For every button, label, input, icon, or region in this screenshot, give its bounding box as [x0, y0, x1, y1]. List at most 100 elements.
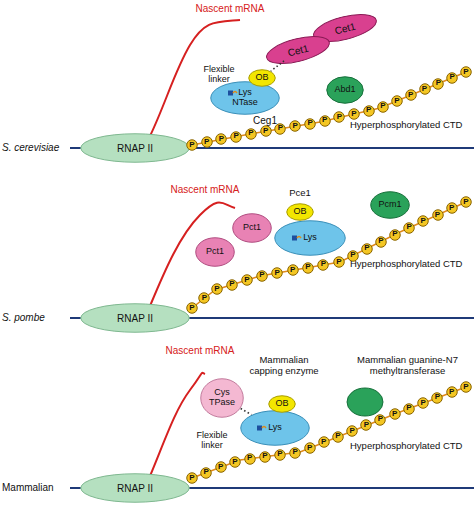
- node-label: P: [336, 258, 341, 267]
- node-label: P: [262, 452, 267, 461]
- node-text-group: P: [346, 425, 358, 437]
- phosphate-circle: P: [446, 386, 458, 398]
- phosphate-circle: P: [241, 274, 253, 286]
- shape-ellipse: [264, 31, 332, 68]
- node-label: P: [463, 68, 468, 77]
- node-text-group: P: [274, 449, 286, 461]
- node-label: P: [380, 102, 385, 111]
- shape-ellipse: [260, 451, 271, 462]
- node-label: P: [277, 450, 282, 459]
- node-text-group: Pct1: [232, 213, 272, 243]
- phosphate-circle: P: [302, 262, 314, 274]
- annotation-label: Mammalian capping enzyme: [245, 355, 323, 377]
- shape-ellipse: [215, 462, 226, 473]
- shape-ellipse: [231, 131, 242, 142]
- phosphate-circle: P: [360, 419, 372, 431]
- shape-ellipse: [304, 443, 315, 454]
- shape-ellipse: [244, 453, 255, 464]
- node-label: P: [214, 285, 219, 294]
- shape-ellipse: [272, 268, 283, 279]
- annotation-label: S. cerevisiae: [2, 142, 72, 154]
- node-label: P: [321, 438, 326, 447]
- shape-ellipse: [327, 77, 364, 104]
- phosphate-circle: P: [346, 425, 358, 437]
- node-text-group: P: [403, 403, 415, 415]
- node-text-group: P: [446, 202, 458, 214]
- node-text-group: P: [241, 274, 253, 286]
- node-text-group: P: [405, 89, 417, 101]
- methyltransferase-domain: Abd1: [326, 76, 364, 104]
- node-text-group: Lys: [240, 410, 310, 446]
- shape-ellipse: [201, 467, 212, 478]
- polymerase-ellipse: RNAP II: [80, 303, 190, 333]
- node-label: P: [189, 141, 194, 150]
- shape-ellipse: [418, 398, 429, 409]
- node-text-group: P: [215, 133, 227, 145]
- shape-ellipse: [81, 474, 190, 503]
- node-label: TPase: [209, 398, 235, 408]
- annotation-label: Hyperphosphorylated CTD: [350, 259, 472, 270]
- node-label: P: [232, 458, 237, 467]
- node-label: P: [204, 468, 209, 477]
- node-label: P: [435, 393, 440, 402]
- shape-ellipse: [461, 67, 472, 78]
- nucleotidyltransferase-domain: LysNTase: [210, 81, 280, 115]
- shape-ellipse: [305, 118, 316, 129]
- ctd-chain: [192, 72, 466, 145]
- node-text-group: P: [229, 456, 241, 468]
- node-text-group: OB: [268, 395, 296, 413]
- node-text-group: P: [363, 105, 375, 117]
- node-text-group: P: [417, 397, 429, 409]
- shape-ellipse: [199, 293, 210, 304]
- node-label: P: [364, 421, 369, 430]
- phosphate-circle: P: [432, 78, 444, 90]
- shape-ellipse: [378, 101, 389, 112]
- node-text-group: P: [389, 408, 401, 420]
- shape-ellipse: [249, 70, 276, 87]
- node-text-group: RNAP II: [80, 473, 190, 503]
- phosphate-circle: P: [186, 139, 198, 151]
- node-text-group: LysNTase: [210, 81, 280, 115]
- node-label: P: [394, 97, 399, 106]
- node-label: OB: [255, 73, 268, 83]
- triphosphatase-domain: CysTPase: [200, 378, 244, 418]
- node-label: P: [219, 135, 224, 144]
- node-label: P: [435, 211, 440, 220]
- node-label: P: [307, 119, 312, 128]
- shape-ellipse: [390, 229, 401, 240]
- node-label: Pct1: [243, 223, 261, 233]
- shape-ellipse: [227, 279, 238, 290]
- node-label: P: [449, 204, 454, 213]
- phosphate-circle: P: [389, 408, 401, 420]
- node-label: P: [378, 415, 383, 424]
- phosphate-circle: P: [211, 283, 223, 295]
- node-text-group: P: [403, 222, 415, 234]
- phosphate-circle: P: [417, 397, 429, 409]
- node-label: P: [290, 266, 295, 275]
- shape-ellipse: [81, 304, 190, 333]
- node-text-group: P: [348, 108, 360, 120]
- ob-domain: OB: [268, 395, 296, 413]
- shape-ellipse: [389, 409, 400, 420]
- annotation-label: Pce1: [285, 188, 315, 199]
- node-label: P: [204, 138, 209, 147]
- shape-ellipse: [334, 257, 345, 268]
- node-label: Lys: [303, 233, 317, 243]
- ob-domain: OB: [248, 69, 276, 87]
- node-text-group: P: [333, 256, 345, 268]
- phosphate-circle: P: [215, 133, 227, 145]
- triphosphatase-domain: Cet1: [263, 30, 333, 69]
- node-text-group: Pcm1: [370, 191, 410, 219]
- phosphate-circle: P: [318, 436, 330, 448]
- shape-ellipse: [362, 243, 373, 254]
- node-text-group: P: [226, 279, 238, 291]
- phosphate-circle: P: [333, 111, 345, 123]
- shape-ellipse: [461, 197, 472, 208]
- node-label: P: [202, 294, 207, 303]
- shape-ellipse: [242, 275, 253, 286]
- node-text-group: P: [198, 292, 210, 304]
- node-text-group: P: [431, 392, 443, 404]
- node-text-group: P: [271, 267, 283, 279]
- node-label: P: [244, 276, 249, 285]
